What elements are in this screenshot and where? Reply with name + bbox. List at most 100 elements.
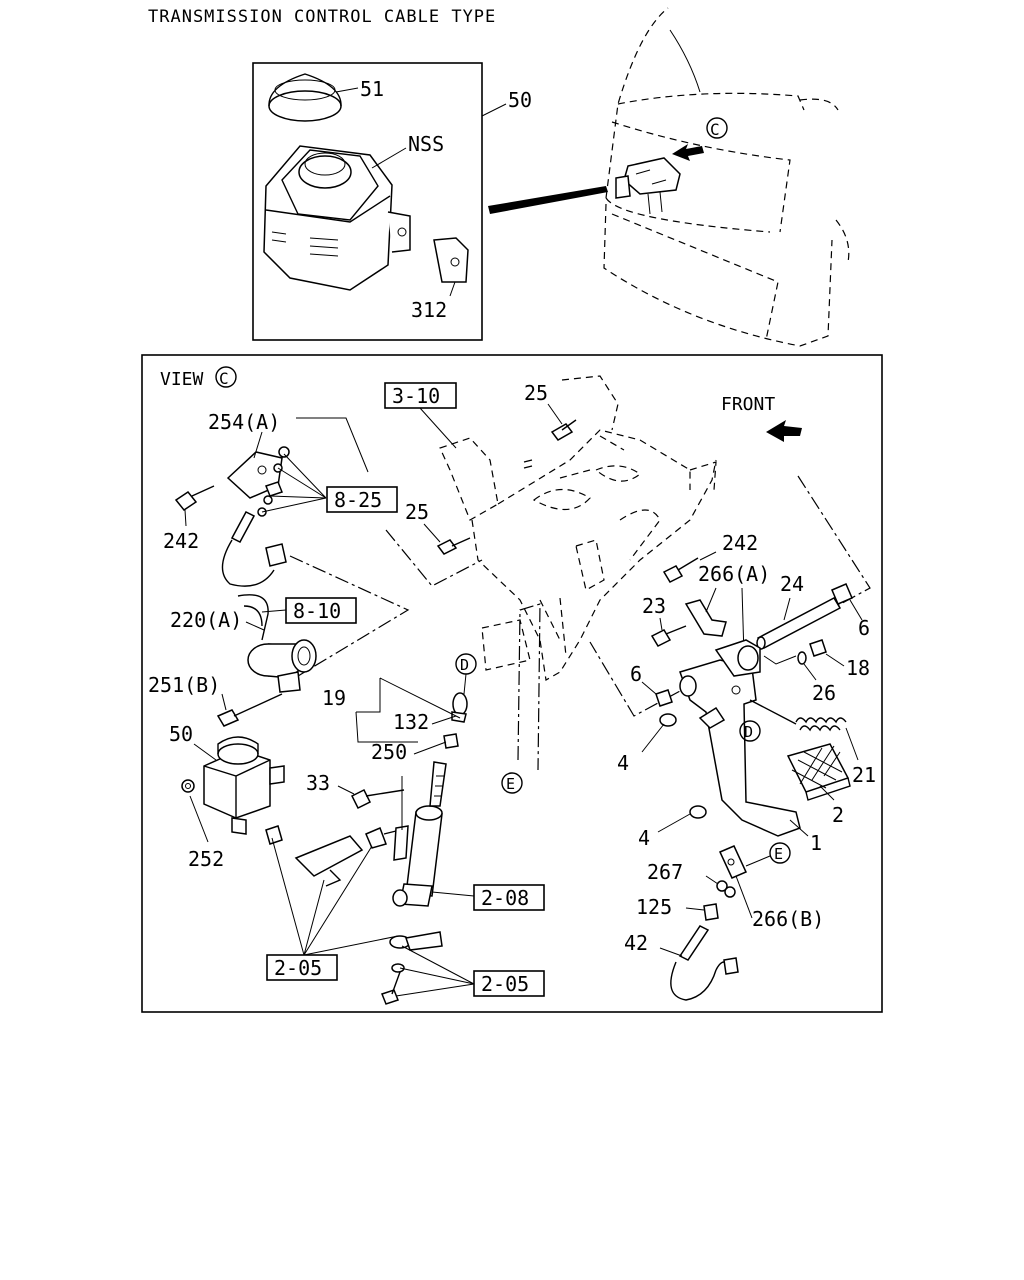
label-266b: 266(B) <box>752 907 824 931</box>
reservoir-view <box>203 736 285 835</box>
stopper-4-lower <box>689 805 707 819</box>
label-242-right: 242 <box>722 531 758 555</box>
label-251b: 251(B) <box>148 673 220 697</box>
label-bracket: 312 <box>411 298 447 322</box>
label-250: 250 <box>371 740 407 764</box>
label-25-lower: 25 <box>405 500 429 524</box>
detail-pointer <box>488 186 608 214</box>
label-33: 33 <box>306 771 330 795</box>
view-circle <box>215 366 237 388</box>
clutch-switch-220a <box>237 594 317 693</box>
inset-view-marker: C <box>710 120 720 139</box>
guide-line-left <box>287 555 410 683</box>
stop-switch-harness <box>221 511 287 587</box>
ref-3-10: 3-10 <box>392 384 440 408</box>
cab-pedal-bracket <box>615 157 681 215</box>
front-arrow-icon <box>766 420 802 442</box>
label-267: 267 <box>647 860 683 884</box>
reservoir-inset: 51 NSS 312 <box>252 62 483 341</box>
label-cap: 51 <box>360 77 384 101</box>
banjo-fitting <box>381 931 443 1005</box>
switch-bracket-266b <box>718 845 748 879</box>
cab-outline <box>603 7 850 347</box>
marker-e-center-text: E <box>506 775 515 793</box>
reservoir-tank <box>263 145 411 291</box>
ref-2-08: 2-08 <box>481 886 529 910</box>
label-242-left: 242 <box>163 529 199 553</box>
label-23: 23 <box>642 594 666 618</box>
label-18: 18 <box>846 656 870 680</box>
label-4-upper: 4 <box>617 751 629 775</box>
marker-e-right <box>769 842 791 864</box>
label-nss: NSS <box>408 132 444 156</box>
label-125: 125 <box>636 895 672 919</box>
pedal-bracket-3-10 <box>439 375 717 681</box>
ref-8-10: 8-10 <box>293 599 341 623</box>
view-arrow-icon <box>672 144 704 161</box>
bolt-242-left <box>174 485 215 512</box>
nut-267 <box>716 880 736 898</box>
marker-d-upper-text: D <box>460 656 469 674</box>
clutch-pedal-arm <box>679 639 801 837</box>
label-266a: 266(A) <box>698 562 770 586</box>
view-marker: C <box>219 369 229 388</box>
nut-252 <box>181 779 195 793</box>
nut-125 <box>703 903 719 921</box>
ref-box-2-05-left <box>266 954 338 981</box>
label-4-lower: 4 <box>638 826 650 850</box>
label-6-left: 6 <box>630 662 642 686</box>
label-1: 1 <box>810 831 822 855</box>
nut-18 <box>809 639 827 657</box>
switch-bracket-254a <box>226 446 290 517</box>
label-254a: 254(A) <box>208 410 280 434</box>
front-label: FRONT <box>721 394 775 415</box>
reservoir-cap <box>268 73 342 122</box>
nut-250 <box>443 733 459 749</box>
pedal-shaft-24 <box>756 597 842 650</box>
label-6-right: 6 <box>858 616 870 640</box>
return-spring-21 <box>749 699 847 732</box>
stopper-4-upper <box>659 713 677 727</box>
ref-box-8-10 <box>285 597 357 624</box>
bolt-6-right <box>831 583 853 605</box>
marker-d-right <box>739 720 761 742</box>
label-assembly: 50 <box>508 88 532 112</box>
view-marker-circle <box>706 117 728 139</box>
ref-8-25: 8-25 <box>334 488 382 512</box>
master-cylinder <box>392 761 447 907</box>
ref-box-3-10 <box>384 382 457 409</box>
view-title: VIEW <box>160 369 204 390</box>
clutch-switch-42 <box>670 925 739 1001</box>
pedal-pad <box>786 743 851 801</box>
bolt-242-right <box>662 557 699 583</box>
label-25-upper: 25 <box>524 381 548 405</box>
bolt-251b <box>216 693 283 727</box>
marker-e-right-text: E <box>774 845 783 863</box>
ref-2-05-left: 2-05 <box>274 956 322 980</box>
bolt-25-lower <box>436 537 471 555</box>
marker-d-right-text: D <box>744 723 753 741</box>
view-frame <box>141 354 883 1013</box>
ref-2-05-right: 2-05 <box>481 972 529 996</box>
label-21: 21 <box>852 763 876 787</box>
bolt-33 <box>350 788 405 810</box>
label-24: 24 <box>780 572 804 596</box>
bolt-25-upper <box>523 419 577 469</box>
label-50-view: 50 <box>169 722 193 746</box>
diagram-title: TRANSMISSION CONTROL CABLE TYPE <box>148 7 496 27</box>
clip-266a <box>684 599 727 637</box>
ref-box-2-08 <box>473 884 545 911</box>
label-26: 26 <box>812 681 836 705</box>
label-19: 19 <box>322 686 346 710</box>
marker-e-center <box>501 772 523 794</box>
guide-line-bracket <box>385 529 483 587</box>
label-220a: 220(A) <box>170 608 242 632</box>
fluid-hose <box>265 825 401 887</box>
label-252: 252 <box>188 847 224 871</box>
bolt-23 <box>650 625 687 647</box>
reservoir-bracket <box>433 237 469 283</box>
guide-line-right <box>589 475 871 717</box>
label-2: 2 <box>832 803 844 827</box>
ref-box-8-25 <box>326 486 398 513</box>
